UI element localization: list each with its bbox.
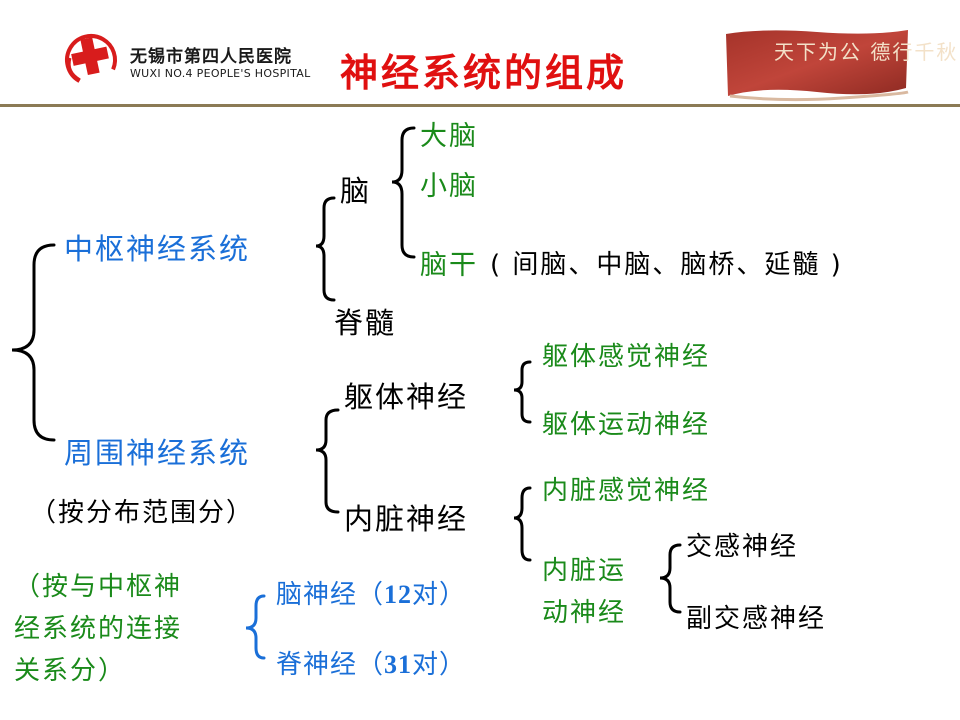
cranial-unit: 对 — [412, 580, 440, 610]
spinal-paren-open: （ — [357, 650, 385, 680]
cranial-nerves: 脑神经（12对） — [276, 574, 466, 611]
hospital-name-en: WUXI NO.4 PEOPLE'S HOSPITAL — [130, 67, 311, 80]
cranial-count: 12 — [384, 580, 413, 609]
connection-note-line2: 经系统的连接 — [14, 614, 183, 644]
spinal-label: 脊神经 — [276, 650, 358, 680]
central-nervous-system: 中枢神经系统 — [64, 232, 251, 266]
connection-note-line3: 关系分） — [14, 656, 127, 686]
somatic-motor-nerves: 躯体运动神经 — [542, 410, 711, 440]
page-title: 神经系统的组成 — [340, 51, 628, 95]
peripheral-nervous-system: 周围神经系统 — [64, 436, 251, 470]
visceral-nerves: 内脏神经 — [344, 502, 469, 536]
hospital-logo — [58, 28, 124, 88]
somatic-nerves: 躯体神经 — [344, 380, 469, 414]
cranial-paren-open: （ — [357, 580, 385, 610]
visceral-motor-nerves-line1: 内脏运 — [542, 556, 627, 586]
parasympathetic-nerves: 副交感神经 — [686, 604, 827, 634]
spinal-nerves: 脊神经（31对） — [276, 644, 466, 681]
spinal-cord: 脊髓 — [334, 306, 397, 340]
connection-note-line1: （按与中枢神 — [14, 572, 183, 602]
sympathetic-nerves: 交感神经 — [686, 532, 799, 562]
peripheral-note: （按分布范围分） — [30, 498, 255, 528]
header-rule — [0, 104, 960, 107]
hospital-name-cn: 无锡市第四人民医院 — [130, 47, 292, 67]
cranial-label: 脑神经 — [276, 580, 358, 610]
brainstem: 脑干 — [420, 250, 478, 281]
spinal-paren-close: ） — [439, 650, 467, 680]
spinal-count: 31 — [384, 650, 413, 679]
brainstem-detail: ( 间脑、中脑、脑桥、延髓 ) — [490, 250, 843, 280]
visceral-motor-nerves-line2: 动神经 — [542, 598, 627, 628]
visceral-sensory-nerves: 内脏感觉神经 — [542, 476, 711, 506]
brain: 脑 — [340, 174, 372, 208]
cerebellum: 小脑 — [420, 171, 478, 202]
cranial-paren-close: ） — [439, 580, 467, 610]
spinal-unit: 对 — [412, 650, 440, 680]
somatic-sensory-nerves: 躯体感觉神经 — [542, 342, 711, 372]
cerebrum: 大脑 — [420, 121, 478, 152]
